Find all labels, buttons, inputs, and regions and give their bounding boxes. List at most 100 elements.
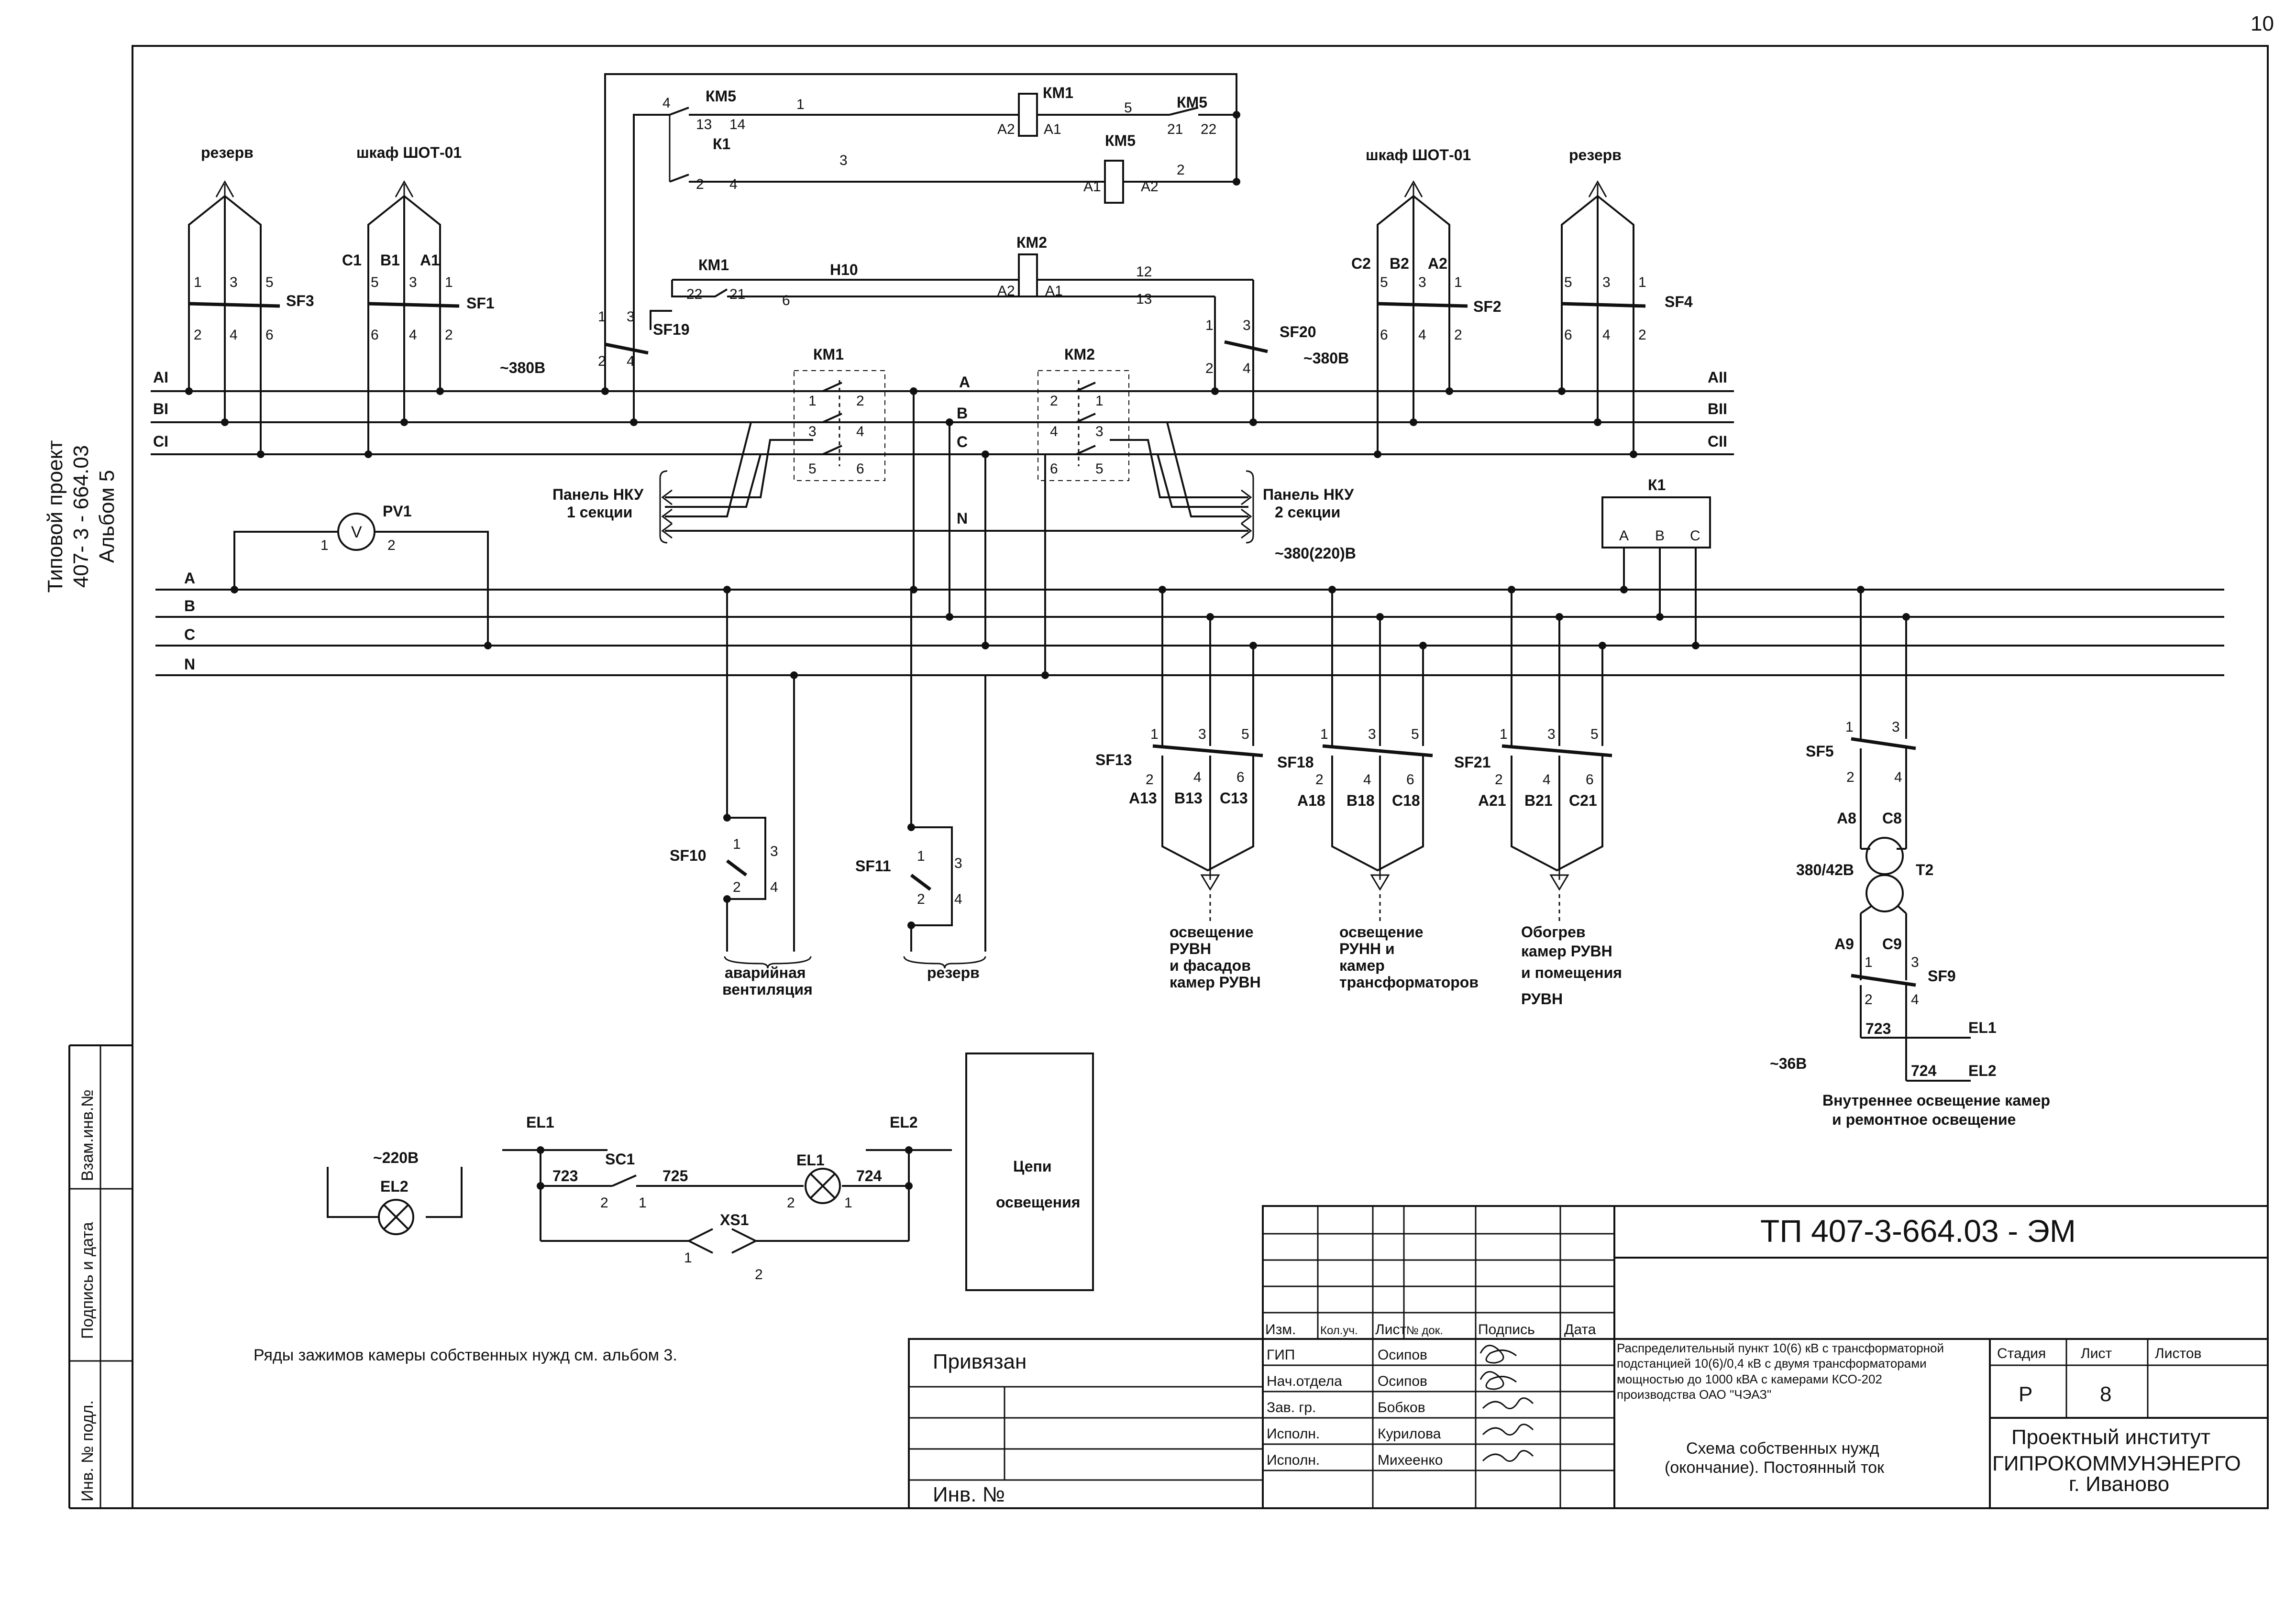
project-desc-line3: мощностью до 1000 кВА с камерами КСО-202 xyxy=(1617,1372,1882,1386)
panel-nku-1-line2: 1 секции xyxy=(567,504,632,521)
coil-label-km5: КМ5 xyxy=(1105,132,1136,149)
svg-text:1: 1 xyxy=(1865,954,1873,970)
side-field-original-inv: Инв. № подл. xyxy=(78,1400,97,1502)
role-3: Зав. гр. xyxy=(1267,1400,1316,1415)
bus-label-aii: AII xyxy=(1708,369,1727,386)
svg-text:6: 6 xyxy=(1050,461,1058,477)
lamp-label-el2-220: EL2 xyxy=(380,1178,408,1195)
line-label-el2: EL2 xyxy=(890,1114,918,1131)
role-5: Исполн. xyxy=(1267,1452,1320,1468)
svg-text:6: 6 xyxy=(782,293,790,308)
phase-label-b1: B1 xyxy=(380,252,400,269)
svg-text:2: 2 xyxy=(387,537,396,553)
wire-label-725: 725 xyxy=(662,1167,688,1184)
lower-bus-label-c: C xyxy=(184,626,195,643)
svg-text:4: 4 xyxy=(627,353,635,369)
svg-text:4: 4 xyxy=(1193,769,1202,785)
svg-text:3: 3 xyxy=(1547,726,1556,742)
svg-text:2: 2 xyxy=(856,393,864,409)
svg-text:4: 4 xyxy=(409,327,417,343)
svg-text:2: 2 xyxy=(1146,772,1154,788)
name-1: Осипов xyxy=(1378,1347,1427,1363)
svg-text:4: 4 xyxy=(1543,772,1551,788)
feeder-label-shot-left: шкаф ШОТ-01 xyxy=(356,144,462,161)
svg-text:3: 3 xyxy=(230,274,238,290)
phase-label-a21: A21 xyxy=(1478,792,1506,809)
bus-label-cii: CII xyxy=(1708,433,1727,450)
svg-text:5: 5 xyxy=(265,274,274,290)
svg-text:1: 1 xyxy=(844,1195,852,1211)
role-4: Исполн. xyxy=(1267,1426,1320,1442)
caption-internal-lighting-line2: и ремонтное освещение xyxy=(1832,1111,2016,1128)
svg-text:3: 3 xyxy=(1418,274,1426,290)
doc-code: ТП 407-3-664.03 - ЭМ xyxy=(1760,1213,2076,1249)
svg-text:2: 2 xyxy=(598,353,606,369)
wire-label-h10: Н10 xyxy=(830,261,858,278)
phase-label-c8: C8 xyxy=(1882,810,1902,827)
col-izm: Изм. xyxy=(1265,1322,1296,1338)
institute-line1: Проектный институт xyxy=(2011,1426,2210,1449)
col-date: Дата xyxy=(1564,1322,1596,1338)
main-buses xyxy=(151,390,1734,455)
phase-label-a18: A18 xyxy=(1297,792,1325,809)
svg-text:6: 6 xyxy=(265,327,274,343)
phase-label-c2: C2 xyxy=(1351,255,1371,272)
svg-text:22: 22 xyxy=(686,286,702,302)
svg-text:А1: А1 xyxy=(1083,179,1101,195)
phase-label-a1: A1 xyxy=(420,252,440,269)
svg-text:4: 4 xyxy=(662,95,671,111)
svg-text:4: 4 xyxy=(1243,361,1251,376)
svg-text:3: 3 xyxy=(808,424,817,439)
load-1-line4: камер РУВН xyxy=(1170,974,1261,991)
lighting-box-line2: освещения xyxy=(996,1194,1080,1211)
svg-text:2: 2 xyxy=(1315,772,1324,788)
terminal-note: Ряды зажимов камеры собственных нужд см.… xyxy=(254,1346,677,1364)
coil-label-km2: КМ2 xyxy=(1016,234,1047,251)
svg-text:5: 5 xyxy=(1124,100,1132,116)
svg-text:1: 1 xyxy=(917,848,925,864)
voltmeter-label-pv1: PV1 xyxy=(383,503,411,520)
side-project-line3: Альбом 5 xyxy=(95,470,119,563)
svg-text:1: 1 xyxy=(1150,726,1159,742)
contactor-label-km2: КМ2 xyxy=(1064,346,1095,363)
svg-text:2: 2 xyxy=(600,1195,608,1211)
voltmeter-symbol: V xyxy=(351,523,362,541)
panel-nku-2-line1: Панель НКУ xyxy=(1263,486,1354,503)
svg-text:1: 1 xyxy=(733,836,741,852)
bus-label-ai: AI xyxy=(153,369,168,386)
socket-label-xs1: XS1 xyxy=(720,1211,749,1228)
col-stage: Стадия xyxy=(1997,1346,2046,1361)
svg-text:3: 3 xyxy=(627,309,635,325)
col-sign: Подпись xyxy=(1478,1322,1535,1338)
svg-text:3: 3 xyxy=(1602,274,1611,290)
wire-label-723: 723 xyxy=(1866,1020,1891,1037)
breaker-label-sf11: SF11 xyxy=(855,857,891,875)
side-project-line1: Типовой проект xyxy=(44,440,67,592)
contactor-label-km1: КМ1 xyxy=(813,346,844,363)
institute-line2: ГИПРОКОММУНЭНЕРГО xyxy=(1992,1452,2241,1475)
voltage-label-220: ~220В xyxy=(373,1149,419,1166)
coil-label-km1: КМ1 xyxy=(1043,84,1073,101)
svg-text:5: 5 xyxy=(1241,726,1249,742)
wire-label-724-circuit: 724 xyxy=(856,1167,882,1184)
load-2-line2: РУНН и xyxy=(1339,940,1395,957)
svg-text:3: 3 xyxy=(954,855,962,871)
breaker-label-sf20: SF20 xyxy=(1280,323,1316,340)
wire-label-724: 724 xyxy=(1911,1062,1937,1079)
relay-pin-b: B xyxy=(1655,528,1665,544)
svg-text:6: 6 xyxy=(1380,327,1388,343)
svg-text:2: 2 xyxy=(1050,393,1058,409)
svg-text:4: 4 xyxy=(1363,772,1371,788)
sheet-title-line1: Схема собственных нужд xyxy=(1686,1439,1879,1458)
svg-text:3: 3 xyxy=(1911,954,1919,970)
breaker-label-sf9: SF9 xyxy=(1928,967,1956,985)
col-sheet: Лист xyxy=(2081,1346,2112,1361)
load-2-line1: освещение xyxy=(1339,923,1424,941)
bus-label-bii: BII xyxy=(1708,400,1727,417)
svg-text:1: 1 xyxy=(1845,719,1854,735)
svg-text:1: 1 xyxy=(320,537,329,553)
mid-phase-label-c: C xyxy=(957,433,968,450)
breaker-label-sf4: SF4 xyxy=(1665,293,1693,310)
relay-label-k1: К1 xyxy=(713,135,730,153)
